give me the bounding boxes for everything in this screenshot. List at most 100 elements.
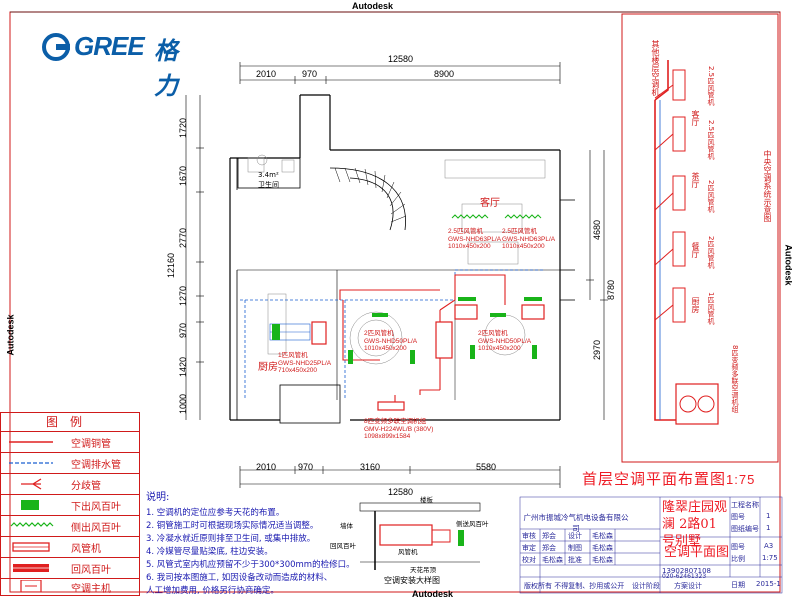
floor-plan bbox=[229, 94, 575, 424]
dim-top-1: 2010 bbox=[256, 69, 277, 79]
room-kitchen: 厨房 bbox=[258, 362, 278, 373]
schematic-floor-3: 餐厅 bbox=[691, 242, 700, 258]
dim-bot-4: 5580 bbox=[476, 462, 497, 472]
dim-left-7: 1000 bbox=[178, 393, 188, 414]
side-louver-marks bbox=[451, 214, 542, 219]
watermark-bottom: Autodesk bbox=[412, 589, 454, 599]
tb-footer-copyright: 版权所有 不得复制、抄用或公开 bbox=[524, 582, 625, 590]
note-line: 5. 风管式室内机应预留不少于300*300mm的检修口。 bbox=[146, 560, 355, 570]
schematic-floor-4: 厨房 bbox=[691, 297, 700, 313]
schematic-floor-2: 茶厅 bbox=[691, 172, 700, 188]
tb-footer-stage: 方案设计 bbox=[674, 582, 702, 590]
dim-left-2: 1670 bbox=[178, 165, 188, 186]
tb-signer: 校对 bbox=[522, 556, 536, 564]
note-line: 2. 铜管施工时可根据现场实际情况适当调整。 bbox=[146, 521, 319, 531]
schematic-spec-1: 2.5匹风管机 bbox=[707, 66, 715, 106]
return-louver-icon bbox=[13, 564, 49, 572]
tb-name: 毛松森 bbox=[542, 556, 563, 564]
tb-name: 毛松森 bbox=[592, 532, 613, 540]
install-detail bbox=[359, 502, 481, 570]
legend-item-down-louver: 下出风百叶 bbox=[1, 495, 139, 516]
legend-item-drain-pipe: 空调排水管 bbox=[1, 453, 139, 474]
schematic-title: 中央空调系统示意图 bbox=[763, 150, 772, 222]
dim-bot-3: 3160 bbox=[360, 462, 381, 472]
note-line: 人工增加费用, 价格另行协商确定。 bbox=[146, 586, 279, 596]
note-line: 3. 冷凝水就近原则排至卫生间, 或集中排放。 bbox=[146, 534, 316, 544]
furniture-sketch bbox=[247, 154, 546, 365]
gree-mark-icon bbox=[42, 33, 70, 61]
legend-item-outdoor-unit: 空调主机 bbox=[1, 579, 139, 595]
dim-left-1: 1720 bbox=[178, 117, 188, 138]
legend-item-return-louver: 回风百叶 bbox=[1, 558, 139, 579]
legend-item-branch-pipe: 分歧管 bbox=[1, 474, 139, 495]
room-living: 客厅 bbox=[480, 198, 500, 209]
drain-pipe-icon bbox=[9, 462, 53, 464]
note-line: 4. 冷媒管尽量贴梁底, 柱边安装。 bbox=[146, 547, 273, 557]
tb-signer: 审定 bbox=[522, 544, 536, 552]
tb-field-label: 日期 bbox=[731, 581, 745, 589]
dim-left-3: 2770 bbox=[178, 227, 188, 248]
legend-panel: 图例 空调铜管 空调排水管 分歧管 下出风百叶 侧出风百叶 风管机 回风百叶 bbox=[0, 412, 140, 596]
note-line: 6. 我司按本图施工, 如因设备改动而造成的材料、 bbox=[146, 573, 333, 583]
tb-phone-2: 020-62461323 bbox=[662, 573, 707, 580]
schematic-spec-4: 2匹风管机 bbox=[707, 236, 715, 269]
louvers bbox=[272, 297, 542, 364]
tb-name: 毛松森 bbox=[592, 544, 613, 552]
schematic-spec-3: 2匹风管机 bbox=[707, 180, 715, 213]
install-label-side-louver: 侧送风百叶 bbox=[456, 520, 489, 528]
side-louver-icon bbox=[10, 522, 54, 527]
install-label-return-louver: 回风百叶 bbox=[330, 542, 356, 550]
schematic-outdoor-label: 8匹变频多联空调机组 bbox=[731, 345, 739, 413]
tb-phone: 13902807108 bbox=[662, 567, 711, 575]
dim-bot-1: 2010 bbox=[256, 462, 277, 472]
down-louver-icon bbox=[21, 500, 39, 510]
legend-title: 图例 bbox=[1, 413, 139, 432]
brand-name-cn: 格力 bbox=[154, 37, 178, 100]
tb-name: 郑会 bbox=[542, 532, 556, 540]
note-line: 1. 空调机的定位应参考天花的布置。 bbox=[146, 508, 285, 518]
room-bath-area: 3.4m² bbox=[258, 171, 279, 179]
stair bbox=[329, 167, 407, 231]
outdoor-unit-icon bbox=[20, 580, 42, 592]
tb-field-label: 图号 bbox=[731, 513, 745, 521]
tb-signer: 制图 bbox=[568, 544, 582, 552]
tb-drawing-name: 空调平面图 bbox=[664, 545, 730, 560]
dim-left-6: 1420 bbox=[178, 356, 188, 377]
tb-field-value: A3 bbox=[764, 542, 774, 550]
dim-top-3: 8900 bbox=[434, 69, 455, 79]
install-label-duct-unit: 风管机 bbox=[398, 548, 418, 556]
tb-footer-stage-label: 设计阶段 bbox=[632, 582, 660, 590]
title-block-lines bbox=[519, 496, 783, 594]
tb-signer: 审核 bbox=[522, 532, 536, 540]
copper-pipe-icon bbox=[9, 441, 53, 443]
duct-unit-icon bbox=[12, 542, 50, 552]
legend-item-duct-unit: 风管机 bbox=[1, 537, 139, 558]
schematic-floor-1: 客厅 bbox=[691, 110, 700, 126]
install-detail-title: 空调安装大样图 bbox=[384, 576, 440, 585]
gree-logo: GREE 格力 bbox=[42, 30, 192, 100]
tb-name: 郑会 bbox=[542, 544, 556, 552]
notes-title: 说明: bbox=[146, 492, 170, 503]
legend-item-copper-pipe: 空调铜管 bbox=[1, 432, 139, 453]
dim-right-a: 4680 bbox=[592, 219, 602, 240]
watermark-top: Autodesk bbox=[352, 1, 394, 11]
dim-left-4: 1270 bbox=[178, 285, 188, 306]
legend-item-side-louver: 侧出风百叶 bbox=[1, 516, 139, 537]
dim-bot-total: 12580 bbox=[388, 487, 414, 497]
schematic-lines bbox=[654, 60, 719, 425]
tb-field-label: 工程名称 bbox=[731, 501, 759, 509]
schematic-top-label: 其他楼层空调机 bbox=[651, 40, 660, 96]
tb-field-value: 1:75 bbox=[762, 554, 778, 562]
tb-name: 毛松森 bbox=[592, 556, 613, 564]
tb-field-value: 1 bbox=[766, 512, 771, 520]
dim-bot-2: 970 bbox=[298, 462, 314, 472]
dimension-lines bbox=[185, 62, 608, 488]
schematic-frame bbox=[621, 13, 779, 463]
tb-field-value: 1 bbox=[766, 524, 771, 532]
